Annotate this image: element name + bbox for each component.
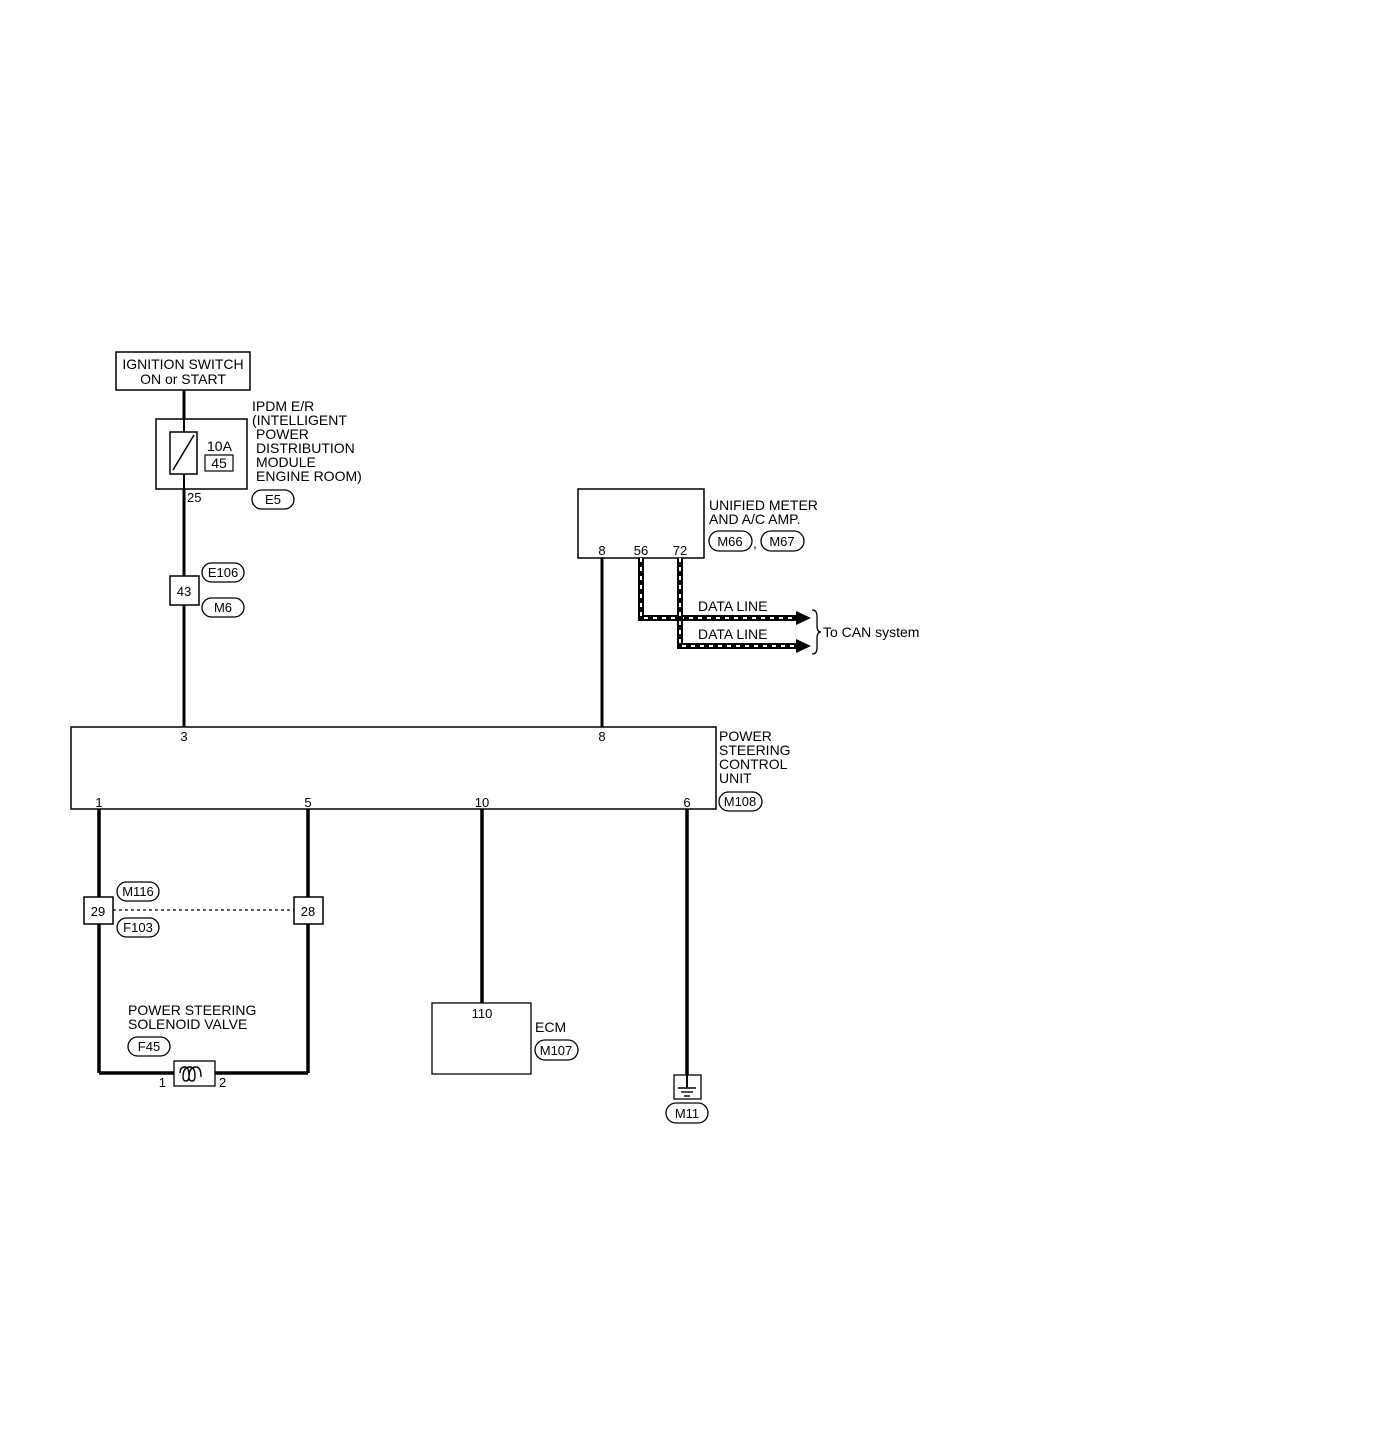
ignition-switch: IGNITION SWITCH ON or START bbox=[115, 351, 251, 391]
pscu-pin-6: 6 bbox=[683, 795, 690, 810]
svg-text:E106: E106 bbox=[208, 565, 238, 580]
arrow-right-icon bbox=[796, 639, 811, 653]
pscu-label-line3: CONTROL bbox=[719, 756, 788, 772]
power-steering-control-unit: 3 8 1 5 10 6 bbox=[70, 726, 717, 810]
can-data-line-1 bbox=[638, 558, 811, 625]
can-destination-label: To CAN system bbox=[823, 624, 919, 640]
data-line-label-2: DATA LINE bbox=[698, 626, 768, 642]
ipdm-label: IPDM E/R (INTELLIGENT POWER DISTRIBUTION… bbox=[252, 398, 362, 484]
connector-tag-m66: M66 bbox=[708, 530, 753, 552]
solenoid-label-line1: POWER STEERING bbox=[128, 1002, 256, 1018]
pscu-pin-5: 5 bbox=[304, 795, 311, 810]
meter-pin-56: 56 bbox=[634, 543, 648, 558]
ipdm-label-line1: IPDM E/R bbox=[252, 398, 314, 414]
ground-icon bbox=[673, 1074, 702, 1100]
connector-tag-f103: F103 bbox=[116, 917, 160, 938]
solenoid-valve bbox=[173, 1060, 216, 1087]
ecm-label: ECM bbox=[535, 1019, 566, 1035]
joint-connector-29: 29 bbox=[83, 896, 114, 925]
solenoid-pin-1: 1 bbox=[159, 1075, 166, 1090]
pscu-label-line1: POWER bbox=[719, 728, 772, 744]
pscu-pin-10: 10 bbox=[475, 795, 489, 810]
fuse-amperage: 10A bbox=[207, 438, 233, 454]
meter-label: UNIFIED METER AND A/C AMP. bbox=[709, 497, 818, 527]
svg-text:M6: M6 bbox=[214, 600, 232, 615]
svg-text:28: 28 bbox=[301, 904, 315, 919]
meter-pin-72: 72 bbox=[673, 543, 687, 558]
ipdm-label-line3: POWER bbox=[256, 426, 309, 442]
unified-meter-unit: 8 56 72 bbox=[577, 488, 705, 559]
svg-text:29: 29 bbox=[91, 904, 105, 919]
ipdm-label-line6: ENGINE ROOM) bbox=[256, 468, 362, 484]
solenoid-label-line2: SOLENOID VALVE bbox=[128, 1016, 247, 1032]
svg-text:43: 43 bbox=[177, 584, 191, 599]
ignition-switch-line1: IGNITION SWITCH bbox=[122, 356, 243, 372]
connector-tag-m107: M107 bbox=[534, 1039, 579, 1061]
svg-text:M107: M107 bbox=[540, 1043, 573, 1058]
svg-text:M116: M116 bbox=[122, 884, 154, 899]
data-line-label-1: DATA LINE bbox=[698, 598, 768, 614]
svg-text:M108: M108 bbox=[724, 794, 757, 809]
meter-pin-8: 8 bbox=[598, 543, 605, 558]
joint-connector-28: 28 bbox=[293, 896, 324, 925]
svg-text:M11: M11 bbox=[675, 1106, 699, 1121]
ecm-pin-110: 110 bbox=[472, 1006, 493, 1021]
solenoid-pin-2: 2 bbox=[219, 1075, 226, 1090]
connector-tag-e106: E106 bbox=[201, 562, 245, 583]
meter-label-line1: UNIFIED METER bbox=[709, 497, 818, 513]
ipdm-label-line4: DISTRIBUTION bbox=[256, 440, 355, 456]
pscu-label: POWER STEERING CONTROL UNIT bbox=[719, 728, 791, 786]
connector-tag-f45: F45 bbox=[127, 1036, 171, 1057]
solenoid-label: POWER STEERING SOLENOID VALVE bbox=[128, 1002, 256, 1032]
arrow-right-icon bbox=[796, 611, 811, 625]
joint-connector-43: 43 bbox=[169, 575, 200, 606]
svg-text:F103: F103 bbox=[123, 920, 153, 935]
connector-tag-e5: E5 bbox=[251, 489, 295, 510]
ipdm-label-line2: (INTELLIGENT bbox=[252, 412, 347, 428]
connector-tag-m116: M116 bbox=[116, 881, 160, 902]
pscu-pin-3: 3 bbox=[180, 729, 187, 744]
pscu-pin-8: 8 bbox=[598, 729, 605, 744]
fuse-number: 45 bbox=[211, 455, 227, 471]
svg-text:M66: M66 bbox=[717, 534, 742, 549]
coil-icon bbox=[179, 1066, 202, 1082]
can-data-line-2 bbox=[677, 558, 811, 653]
ipdm-label-line5: MODULE bbox=[256, 454, 316, 470]
connector-tag-m67: M67 bbox=[760, 530, 805, 552]
ecm-unit: 110 bbox=[431, 1002, 532, 1075]
svg-text:M67: M67 bbox=[769, 534, 794, 549]
connector-tag-m11: M11 bbox=[665, 1102, 709, 1124]
svg-text:E5: E5 bbox=[265, 492, 281, 507]
connector-separator: , bbox=[753, 535, 757, 551]
connector-tag-m108: M108 bbox=[718, 791, 763, 812]
ipdm-module: 10A 45 bbox=[155, 418, 248, 490]
connector-tag-m6: M6 bbox=[201, 597, 245, 618]
meter-label-line2: AND A/C AMP. bbox=[709, 511, 801, 527]
pscu-pin-1: 1 bbox=[95, 795, 102, 810]
pscu-label-line4: UNIT bbox=[719, 770, 752, 786]
pscu-label-line2: STEERING bbox=[719, 742, 791, 758]
ignition-switch-line2: ON or START bbox=[140, 371, 226, 387]
svg-text:F45: F45 bbox=[138, 1039, 160, 1054]
brace-icon bbox=[811, 609, 822, 655]
ipdm-pin-25: 25 bbox=[187, 490, 201, 505]
